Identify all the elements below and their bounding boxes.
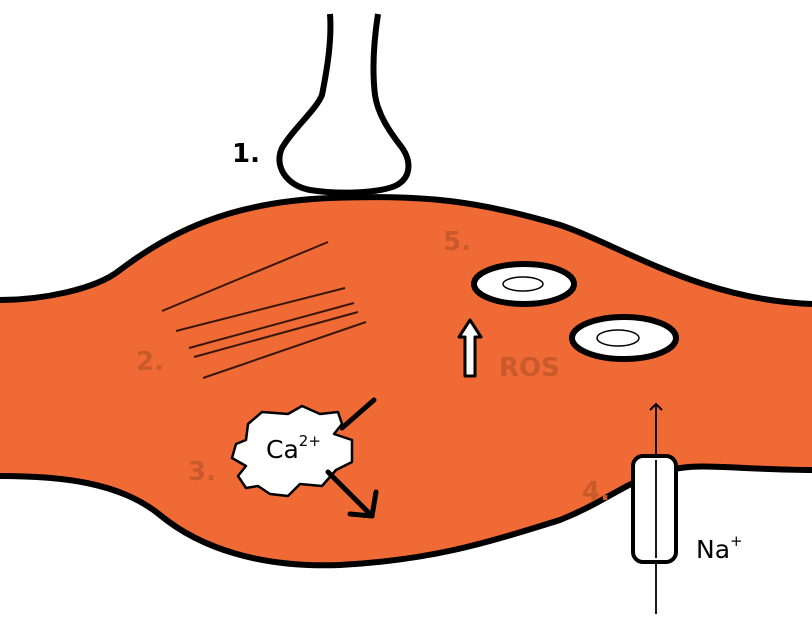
- nerve-terminal: [279, 14, 408, 193]
- calcium-charge: 2+: [299, 432, 321, 450]
- sodium-symbol: Na: [696, 535, 730, 564]
- sodium-label: Na+: [696, 532, 743, 564]
- label-5: 5.: [443, 227, 471, 257]
- label-3: 3.: [188, 457, 216, 487]
- muscle-fiber: [0, 197, 812, 565]
- mitochondrion-1: [474, 264, 574, 304]
- mitochondrion-2: [572, 317, 676, 359]
- label-2: 2.: [136, 347, 164, 377]
- label-1: 1.: [232, 139, 260, 169]
- sodium-channel: [633, 456, 676, 562]
- calcium-symbol: Ca: [266, 435, 299, 464]
- ros-label: ROS: [499, 353, 560, 383]
- label-4: 4.: [582, 477, 610, 507]
- sodium-charge: +: [730, 532, 743, 550]
